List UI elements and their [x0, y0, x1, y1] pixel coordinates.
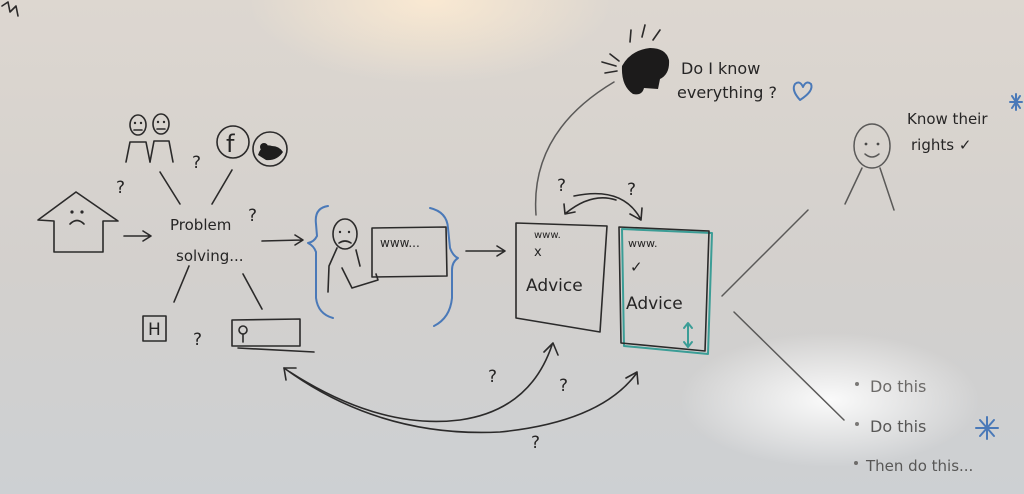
question-mark: ? — [557, 176, 566, 196]
scroll-arrows-icon — [683, 322, 693, 348]
house-to-problem-arrow — [123, 230, 152, 242]
question-mark: ? — [192, 153, 201, 173]
computer-screen-icon: www... — [371, 226, 448, 278]
advice-box-1-label: Advice — [526, 276, 583, 296]
question-mark: ? — [116, 178, 125, 198]
box-h-letter: H — [148, 320, 161, 340]
todo-item-2: Do this — [870, 417, 926, 436]
problem-to-screen-arrow — [261, 234, 304, 246]
two-people-icon — [125, 113, 174, 163]
advice-box-2-url: www. — [628, 237, 657, 250]
todo-item-1: Do this — [870, 377, 926, 396]
person-at-computer-icon — [327, 218, 379, 293]
todo-bullet — [854, 461, 858, 465]
search-bar-icon — [231, 318, 315, 353]
question-mark: ? — [488, 367, 497, 387]
facebook-logo-icon: f — [216, 125, 250, 159]
question-mark: ? — [559, 376, 568, 396]
right-blue-bracket — [429, 207, 459, 327]
cross-arrow-right — [573, 192, 643, 221]
blue-star-icon — [1009, 93, 1023, 111]
sad-house-icon — [37, 191, 119, 253]
feedback-arrow-long — [283, 367, 639, 434]
problem-label-line1: Problem — [170, 216, 231, 234]
h-box-icon: H — [142, 315, 167, 342]
thought-line1: Do I know — [681, 59, 760, 78]
thinking-head-icon — [601, 24, 670, 95]
problem-label-line2: solving... — [176, 247, 244, 265]
line-to-person — [721, 209, 809, 297]
question-mark: ? — [193, 330, 202, 350]
todo-item-3: Then do this... — [865, 457, 973, 475]
line-to-list — [733, 311, 845, 421]
todo-bullet — [855, 382, 859, 386]
question-marks: ? ? ? ? ? ? ? ? ? — [116, 153, 636, 453]
advice-box-2-label: Advice — [626, 294, 683, 314]
rights-line1: Know their — [907, 110, 988, 128]
advice-box-1-url: www. — [534, 230, 561, 241]
question-mark: ? — [531, 433, 540, 453]
left-blue-bracket — [307, 205, 334, 319]
screen-to-advice-arrow — [465, 245, 506, 257]
todo-list: Do this Do this Then do this... — [854, 377, 999, 475]
corner-scribble — [1, 1, 19, 17]
advice-box-bad: www. x Advice — [515, 222, 608, 333]
todo-bullet — [855, 422, 859, 426]
browser-url-text: www... — [380, 236, 420, 250]
logo-f-letter: f — [226, 130, 235, 158]
feedback-arrow-short — [289, 342, 559, 423]
problem-spokes — [159, 169, 263, 310]
advice-box-good: www. ✓ Advice — [618, 226, 713, 355]
bird-logo-icon — [252, 131, 288, 167]
blue-star-icon-2 — [975, 416, 999, 440]
advice-box-1-mark: x — [534, 245, 542, 260]
happy-person-icon — [844, 123, 895, 211]
heart-icon — [792, 81, 813, 101]
rights-line2: rights ✓ — [911, 136, 971, 154]
thought-line2: everything ? — [677, 83, 777, 102]
cross-arrow-left — [563, 197, 617, 215]
question-mark: ? — [248, 206, 257, 226]
question-mark: ? — [627, 180, 636, 200]
advice-box-2-mark: ✓ — [630, 258, 643, 276]
search-return-arrowhead — [283, 367, 297, 381]
advice-to-thought-arrow — [534, 81, 615, 216]
